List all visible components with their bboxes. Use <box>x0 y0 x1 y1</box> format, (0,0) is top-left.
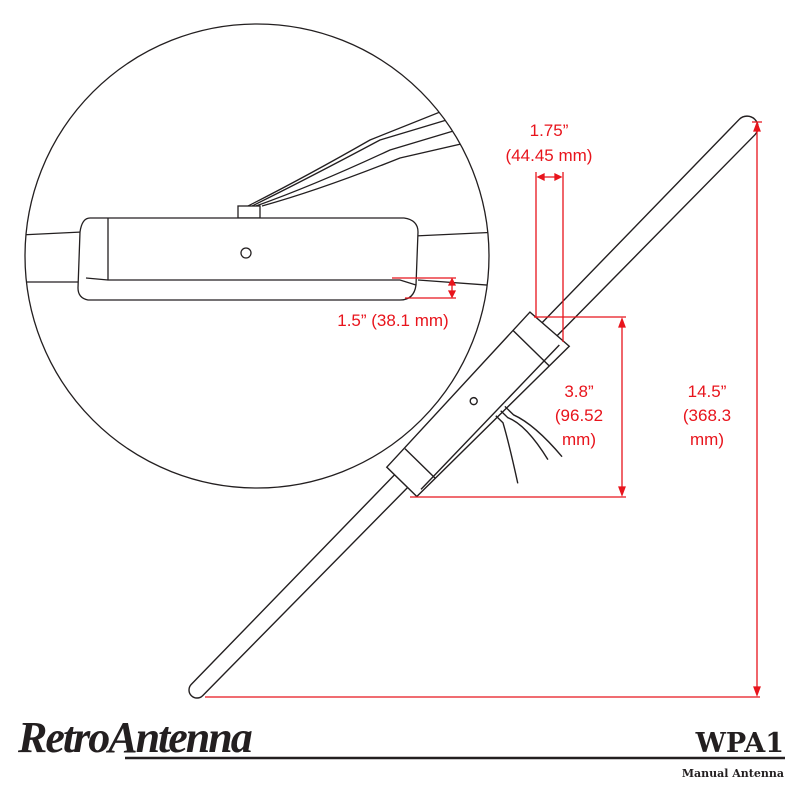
module-width-metric: (44.45 mm) <box>506 146 593 165</box>
module-length-metric-2: mm) <box>562 430 596 449</box>
module-length-metric-1: (96.52 <box>555 406 603 425</box>
model-number: WPA1 <box>695 728 784 759</box>
antenna-module <box>385 311 571 498</box>
antenna <box>188 115 759 699</box>
module-width-imperial: 1.75” <box>530 121 569 140</box>
module-height-label: 1.5” (38.1 mm) <box>337 311 448 330</box>
inset-wires <box>239 99 489 211</box>
overall-length-metric-2: mm) <box>690 430 724 449</box>
product-description: Manual Antenna <box>682 767 784 780</box>
inset-housing <box>77 217 419 301</box>
overall-length-metric-1: (368.3 <box>683 406 731 425</box>
overall-length-imperial: 14.5” <box>688 382 727 401</box>
detail-inset <box>24 23 490 489</box>
antenna-wires <box>495 405 563 484</box>
module-length-imperial: 3.8” <box>564 382 594 401</box>
brand-logo: RetroAntenna <box>17 713 252 762</box>
dimension-lines <box>205 121 762 698</box>
